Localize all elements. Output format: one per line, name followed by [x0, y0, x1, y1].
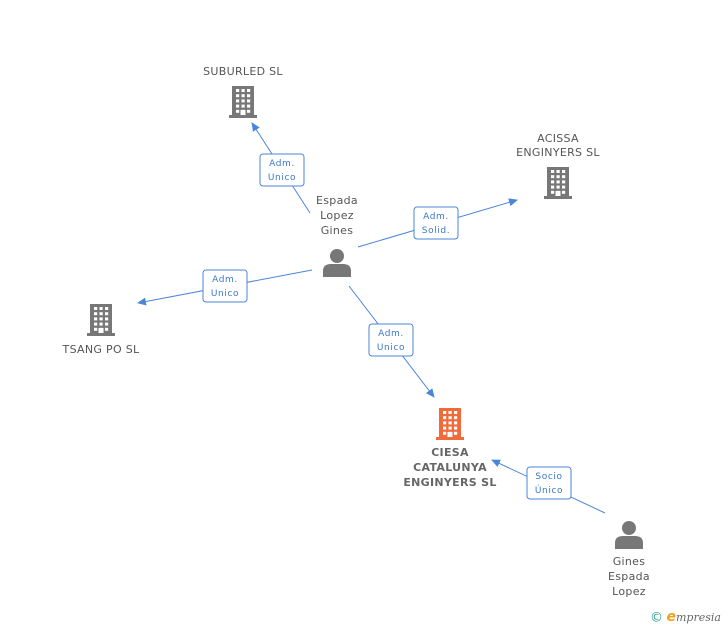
node-tsang[interactable]: TSANG PO SL [62, 304, 140, 356]
person-icon [615, 521, 643, 549]
node-label: Gines [321, 224, 354, 237]
edge-label-text: Único [535, 484, 563, 496]
brand-logo-initial: e [666, 609, 677, 625]
edge-label-box[interactable] [526, 466, 572, 500]
person-icon [323, 249, 351, 277]
brand-name: mpresia [676, 611, 721, 624]
edge-label-text: Adm. [378, 329, 404, 339]
footer-brand: © empresia [650, 609, 721, 626]
edge-label-text: Adm. [212, 275, 238, 285]
edge-label-box[interactable] [259, 153, 305, 187]
edge-espada-to-suburled: Adm. Unico [251, 122, 311, 214]
node-label: CATALUNYA [413, 461, 487, 474]
node-label: CIESA [431, 446, 469, 459]
building-icon [229, 86, 257, 118]
building-icon [87, 304, 115, 336]
node-label: ENGINYERS SL [403, 476, 496, 489]
edge-label-box[interactable] [368, 323, 414, 357]
node-label: Gines [613, 555, 646, 568]
node-label: Espada [608, 570, 650, 583]
edge-label-text: Unico [211, 289, 239, 299]
edge-label-text: Adm. [423, 212, 449, 222]
node-label: ENGINYERS SL [516, 146, 600, 159]
copyright-icon: © [650, 610, 663, 626]
node-label: Espada [316, 194, 358, 207]
node-label: Lopez [612, 585, 646, 598]
node-label: ACISSA [537, 132, 579, 145]
edge-espada-to-acissa: Adm. Solid. [357, 198, 518, 248]
building-icon [436, 408, 464, 440]
edge-label-text: Solid. [422, 226, 450, 236]
node-label: SUBURLED SL [203, 65, 283, 78]
edge-label-text: Unico [268, 173, 296, 183]
node-label: Lopez [320, 209, 354, 222]
edge-espada-to-ciesa: Adm. Unico [348, 285, 435, 398]
edge-label-text: Adm. [269, 159, 295, 169]
edge-espada-to-tsang: Adm. Unico [137, 269, 313, 306]
node-label: TSANG PO SL [62, 343, 140, 356]
node-suburled[interactable]: SUBURLED SL [203, 65, 283, 118]
edge-label-text: Unico [377, 343, 405, 353]
node-ciesa[interactable]: CIESA CATALUNYA ENGINYERS SL [403, 408, 496, 489]
edge-label-text: Socio [535, 472, 562, 482]
building-icon [544, 167, 572, 199]
edge-label-box[interactable] [413, 206, 459, 240]
edge-label-box[interactable] [202, 269, 248, 303]
